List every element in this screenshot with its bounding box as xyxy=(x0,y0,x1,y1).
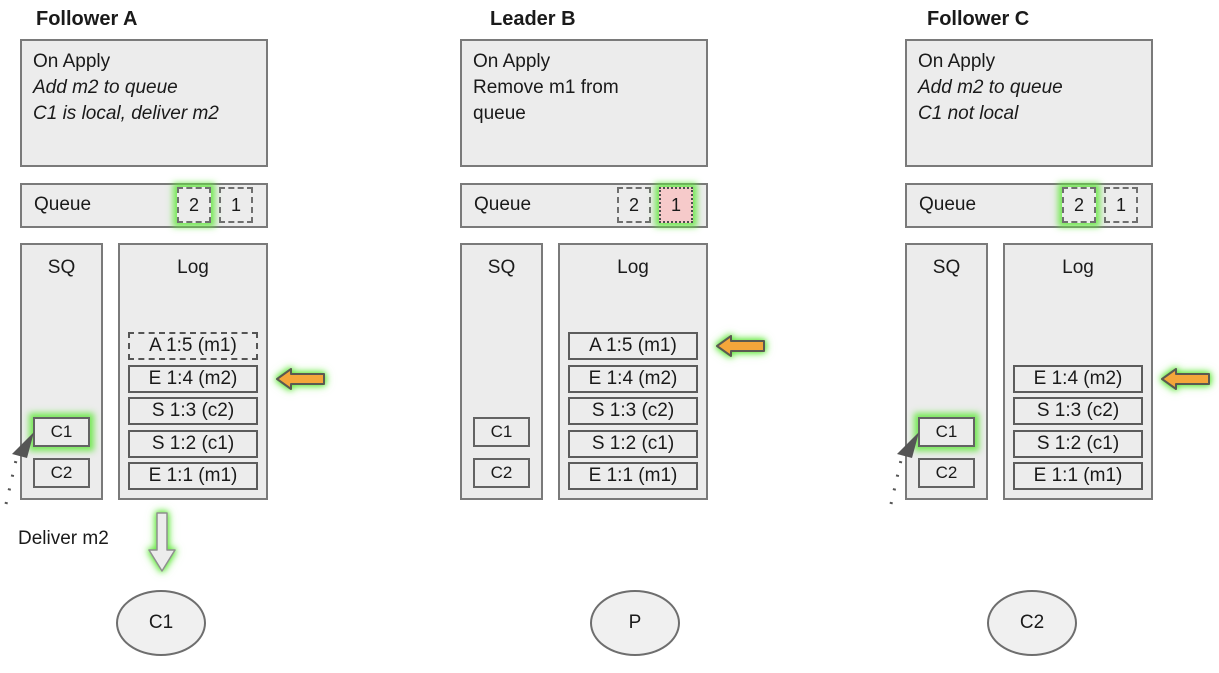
send-queue-item-C2: C2 xyxy=(33,458,90,488)
apply-pointer-arrow-icon xyxy=(1161,367,1210,390)
queue-slot-1: 1 xyxy=(659,187,693,223)
on-apply-line: C1 is local, deliver m2 xyxy=(33,103,219,124)
log-entry: E 1:1 (m1) xyxy=(1013,462,1143,490)
log-entry: E 1:4 (m2) xyxy=(1013,364,1143,393)
send-queue-header: SQ xyxy=(47,257,76,278)
on-apply-line: Remove m1 from xyxy=(473,77,619,98)
log-entry: S 1:3 (c2) xyxy=(568,397,698,425)
log-header: Log xyxy=(177,257,209,278)
queue-slot-2: 2 xyxy=(1062,187,1096,223)
queue-box: Queue xyxy=(20,183,268,228)
send-queue-item-C1: C1 xyxy=(473,417,530,447)
send-queue-box: SQ xyxy=(905,243,988,500)
on-apply-line: Add m2 to queue xyxy=(33,77,178,98)
deliver-down-arrow-icon xyxy=(148,512,176,572)
log-entry: E 1:4 (m2) xyxy=(128,364,258,393)
log-header: Log xyxy=(1062,257,1094,278)
node-title: Leader B xyxy=(490,8,576,30)
log-entry: A 1:5 (m1) xyxy=(568,332,698,360)
log-entry: S 1:3 (c2) xyxy=(128,397,258,425)
deliver-label: Deliver m2 xyxy=(18,528,109,549)
queue-label: Queue xyxy=(474,194,532,215)
on-apply-line: queue xyxy=(473,103,526,124)
queue-slot-1: 1 xyxy=(1104,187,1138,223)
client-node-C1: C1 xyxy=(116,590,206,656)
queue-label: Queue xyxy=(34,194,92,215)
dotted-incoming-arrow xyxy=(889,432,919,505)
apply-pointer-arrow-icon xyxy=(276,367,325,390)
client-node-P: P xyxy=(590,590,680,656)
queue-slot-1: 1 xyxy=(219,187,253,223)
queue-label: Queue xyxy=(919,194,977,215)
send-queue-item-C1: C1 xyxy=(33,417,90,447)
log-header: Log xyxy=(617,257,649,278)
client-node-C2: C2 xyxy=(987,590,1077,656)
log-entry: S 1:3 (c2) xyxy=(1013,397,1143,425)
send-queue-box: SQ xyxy=(20,243,103,500)
send-queue-item-C1: C1 xyxy=(918,417,975,447)
queue-slot-2: 2 xyxy=(177,187,211,223)
log-entry: E 1:4 (m2) xyxy=(568,364,698,393)
log-entry: A 1:5 (m1) xyxy=(128,332,258,360)
send-queue-header: SQ xyxy=(932,257,961,278)
send-queue-header: SQ xyxy=(487,257,516,278)
queue-box: Queue xyxy=(905,183,1153,228)
on-apply-line: C1 not local xyxy=(918,103,1019,124)
node-title: Follower A xyxy=(36,8,138,30)
send-queue-box: SQ xyxy=(460,243,543,500)
log-entry: S 1:2 (c1) xyxy=(568,429,698,458)
dotted-incoming-arrow xyxy=(4,432,34,505)
send-queue-item-C2: C2 xyxy=(918,458,975,488)
log-entry: S 1:2 (c1) xyxy=(1013,429,1143,458)
log-entry: E 1:1 (m1) xyxy=(128,462,258,490)
apply-pointer-arrow-icon xyxy=(716,335,765,357)
log-entry: S 1:2 (c1) xyxy=(128,429,258,458)
queue-slot-2: 2 xyxy=(617,187,651,223)
on-apply-line: On Apply xyxy=(918,51,996,72)
on-apply-line: On Apply xyxy=(473,51,551,72)
on-apply-line: On Apply xyxy=(33,51,111,72)
on-apply-line: Add m2 to queue xyxy=(918,77,1063,98)
node-title: Follower C xyxy=(927,8,1030,30)
log-entry: E 1:1 (m1) xyxy=(568,462,698,490)
send-queue-item-C2: C2 xyxy=(473,458,530,488)
